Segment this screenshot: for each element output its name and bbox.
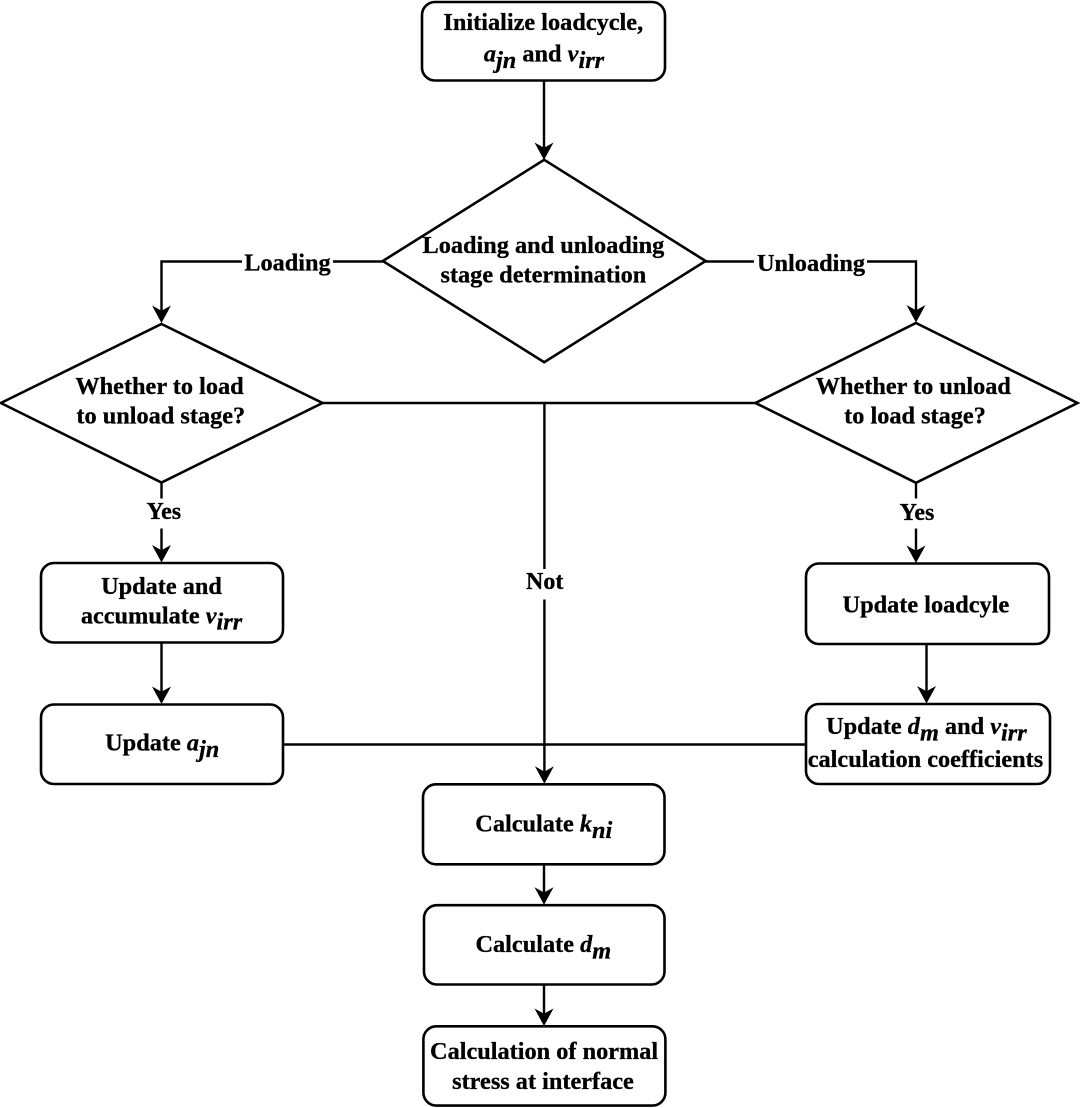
svg-text:Update loadcyle: Update loadcyle xyxy=(843,591,1010,618)
svg-text:Yes: Yes xyxy=(900,500,935,526)
svg-text:Loading: Loading xyxy=(244,250,330,277)
svg-text:Whether to unload: Whether to unload xyxy=(816,373,1012,400)
svg-text:to load stage?: to load stage? xyxy=(844,402,986,429)
svg-text:Loading and unloading: Loading and unloading xyxy=(423,232,665,259)
svg-text:Whether to load: Whether to load xyxy=(75,373,244,400)
svg-text:Calculation of normal: Calculation of normal xyxy=(430,1038,658,1065)
svg-text:Initialize loadcycle,: Initialize loadcycle, xyxy=(443,9,643,36)
svg-text:to unload stage?: to unload stage? xyxy=(76,402,245,429)
svg-text:ajn and virr: ajn and virr xyxy=(484,41,605,74)
svg-text:Update and: Update and xyxy=(101,573,222,600)
svg-text:Yes: Yes xyxy=(146,499,181,525)
svg-text:Unloading: Unloading xyxy=(757,250,865,277)
svg-text:calculation coefficients: calculation coefficients xyxy=(808,746,1043,773)
svg-text:Not: Not xyxy=(526,569,563,595)
svg-text:stage determination: stage determination xyxy=(440,262,646,289)
svg-text:stress at interface: stress at interface xyxy=(452,1068,634,1095)
